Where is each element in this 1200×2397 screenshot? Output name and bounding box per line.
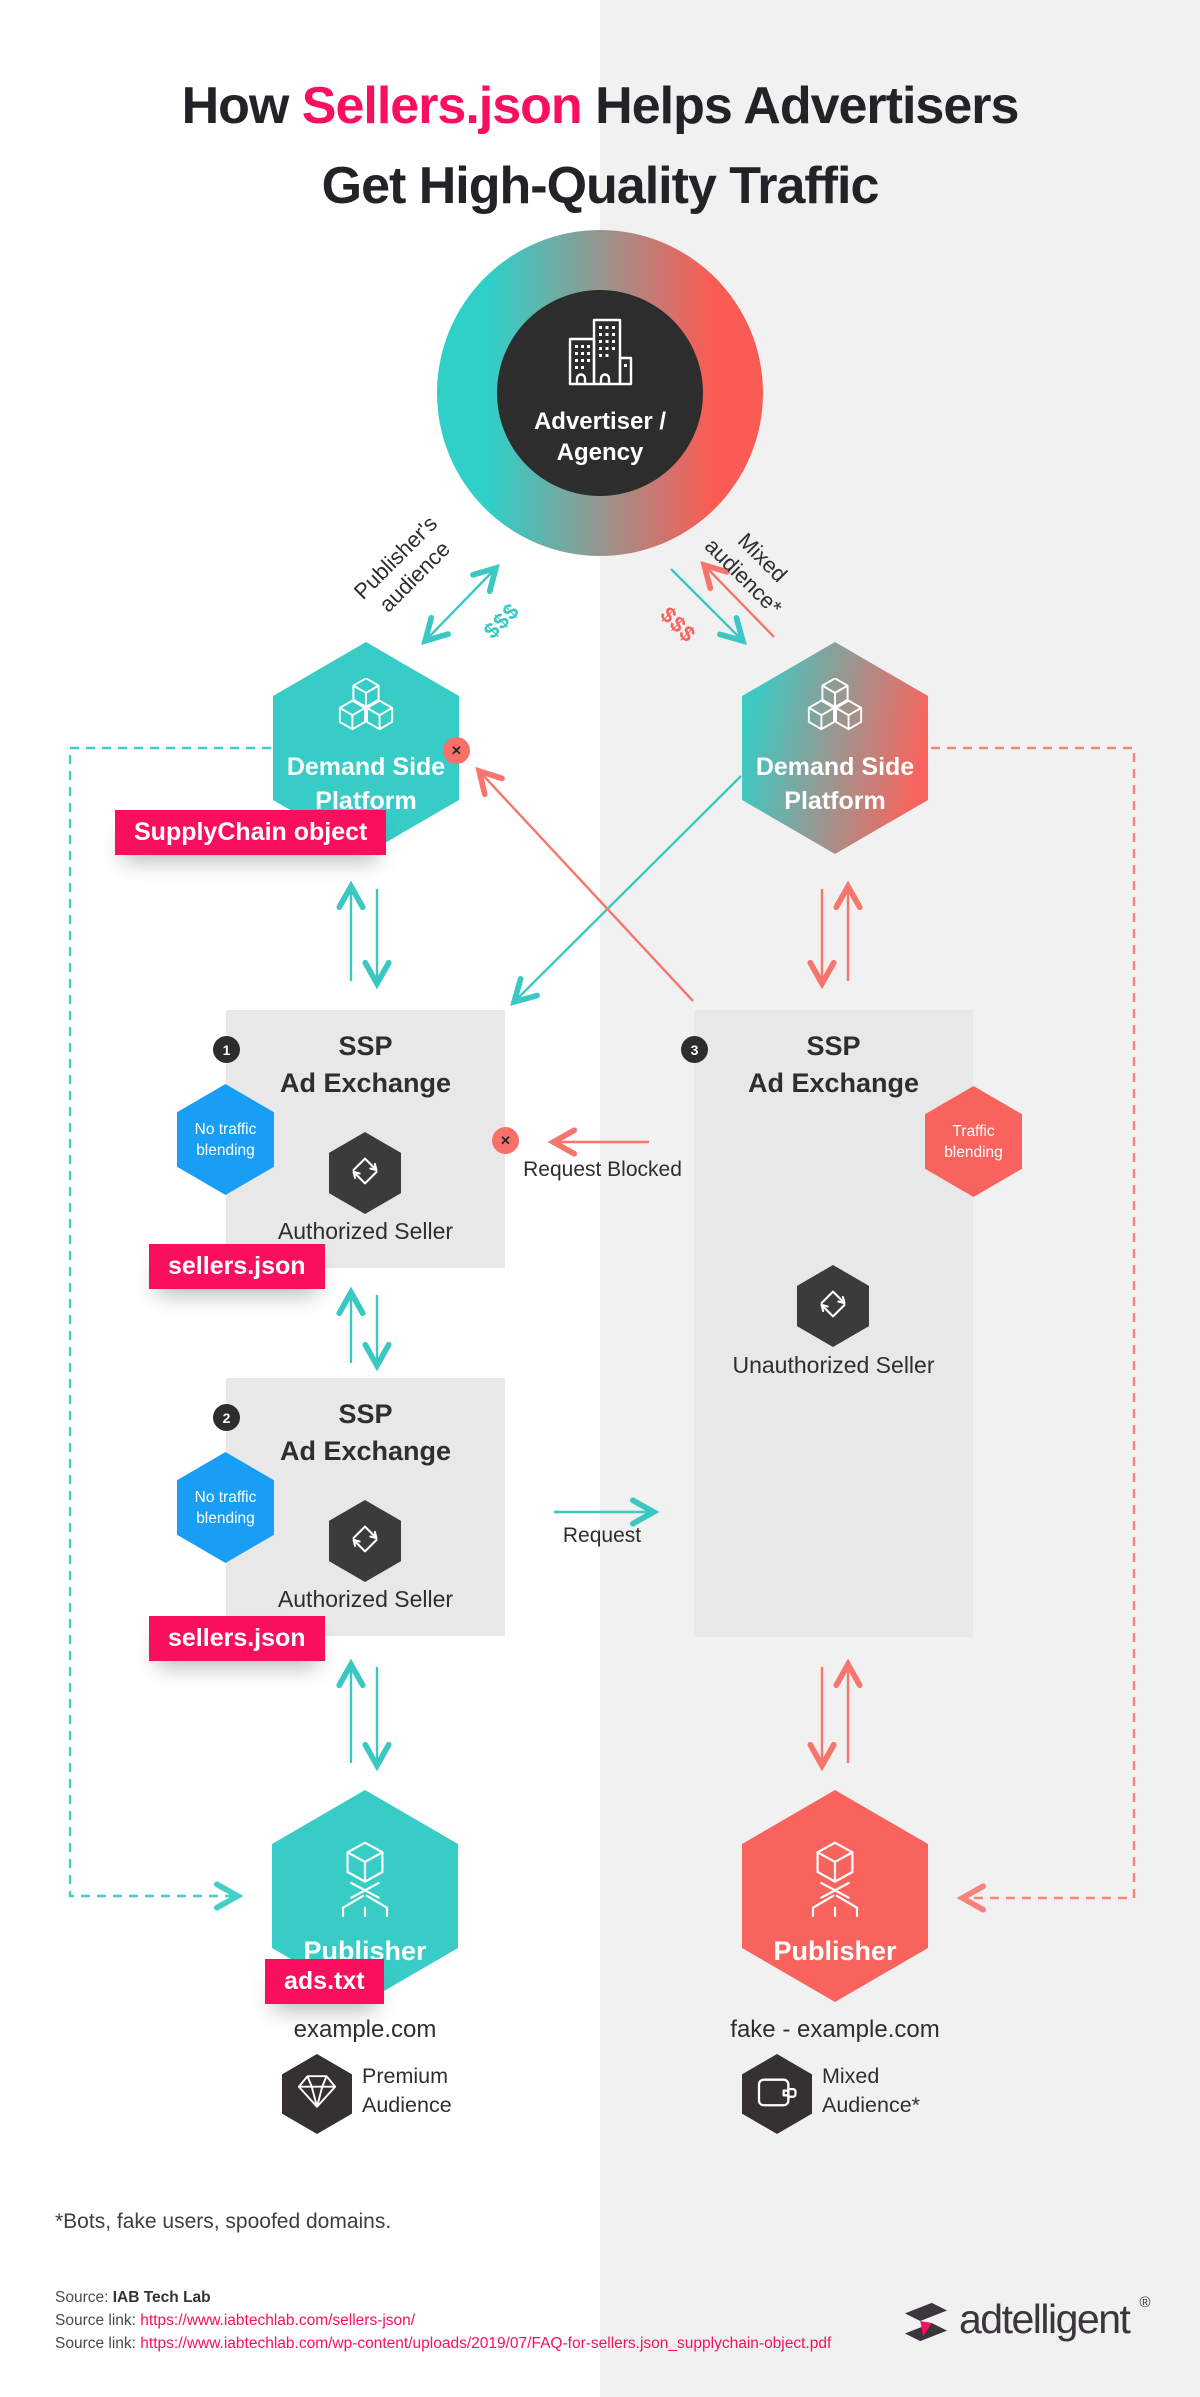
wallet-icon <box>756 2074 798 2115</box>
page-title: How Sellers.json Helps Advertisers Get H… <box>0 66 1200 226</box>
source-line-3: Source link: https://www.iabtechlab.com/… <box>55 2335 832 2352</box>
ssp2-seller-label: Authorized Seller <box>277 1586 454 1612</box>
advertiser-gradient-ring: Advertiser / Agency <box>437 230 763 556</box>
footnote: *Bots, fake users, spoofed domains. <box>55 2210 392 2233</box>
source-block: Source: IAB Tech Lab Source link: https:… <box>55 2286 831 2355</box>
cross-arrow-teal <box>516 775 742 1000</box>
source-line-2: Source link: https://www.iabtechlab.com/… <box>55 2312 416 2329</box>
cubes-icon <box>335 677 397 740</box>
advertiser-node: Advertiser / Agency <box>497 290 703 496</box>
audience-money-arrow-left <box>427 570 494 639</box>
publisher-right-domain: fake - example.com <box>730 2016 940 2043</box>
registered-mark: ® <box>1139 2294 1151 2311</box>
advertiser-label-line2: Agency <box>556 439 644 466</box>
exchange-icon <box>346 1152 384 1195</box>
exchange-icon <box>346 1520 384 1563</box>
supply-path-right-dashed <box>931 746 1136 1898</box>
dsp-left-label-line1: Demand Side <box>286 753 446 781</box>
cubes-icon <box>804 677 866 740</box>
source-link-2[interactable]: https://www.iabtechlab.com/wp-content/up… <box>140 2335 832 2352</box>
source-name: IAB Tech Lab <box>112 2289 211 2306</box>
source-line-1: Source: IAB Tech Lab <box>55 2289 211 2306</box>
cross-arrow-red <box>481 773 694 1002</box>
ssp1-sellers-json-tag: sellers.json <box>149 1244 325 1289</box>
title-accent: Sellers.json <box>301 77 583 135</box>
ssp1-seller-label: Authorized Seller <box>277 1218 454 1244</box>
title-line-2: Get High-Quality Traffic <box>321 157 880 215</box>
supply-path-left-dashed <box>68 746 271 1896</box>
advertiser-label-line1: Advertiser / <box>533 408 667 435</box>
dsp-right-label-line2: Platform <box>784 787 886 815</box>
source-link-1[interactable]: https://www.iabtechlab.com/sellers-json/ <box>140 2312 416 2329</box>
brand-logo: adtelligent ® <box>903 2294 1151 2349</box>
ssp2-sellers-json-tag: sellers.json <box>149 1616 325 1661</box>
step-badge-3: 3 <box>681 1036 708 1063</box>
brand-mark-icon <box>903 2300 949 2349</box>
exchange-icon <box>814 1285 852 1328</box>
brand-name: adtelligent <box>959 2296 1131 2342</box>
title-line-1: How Sellers.json Helps Advertisers <box>181 77 1020 135</box>
blocked-x-icon: ✕ <box>443 737 470 764</box>
request-blocked-x-icon: ✕ <box>492 1127 519 1154</box>
person-icon <box>321 1824 409 1928</box>
person-icon <box>791 1824 879 1928</box>
ads-txt-tag: ads.txt <box>265 1959 384 2004</box>
ssp3-seller-label: Unauthorized Seller <box>732 1352 935 1378</box>
money-arrow-right <box>706 567 775 638</box>
publisher-left-domain: example.com <box>293 2016 437 2043</box>
publisher-right-label: Publisher <box>773 1936 897 1966</box>
buildings-icon <box>567 318 633 394</box>
request-label: Request <box>562 1524 642 1547</box>
mixed-audience-arrow-right <box>670 568 741 639</box>
request-blocked-label: Request Blocked <box>523 1158 682 1181</box>
dsp-right-label-line1: Demand Side <box>755 753 915 781</box>
step-badge-2: 2 <box>213 1404 240 1431</box>
step-badge-1: 1 <box>213 1036 240 1063</box>
gem-icon <box>296 2073 338 2115</box>
supplychain-object-tag: SupplyChain object <box>115 810 387 855</box>
